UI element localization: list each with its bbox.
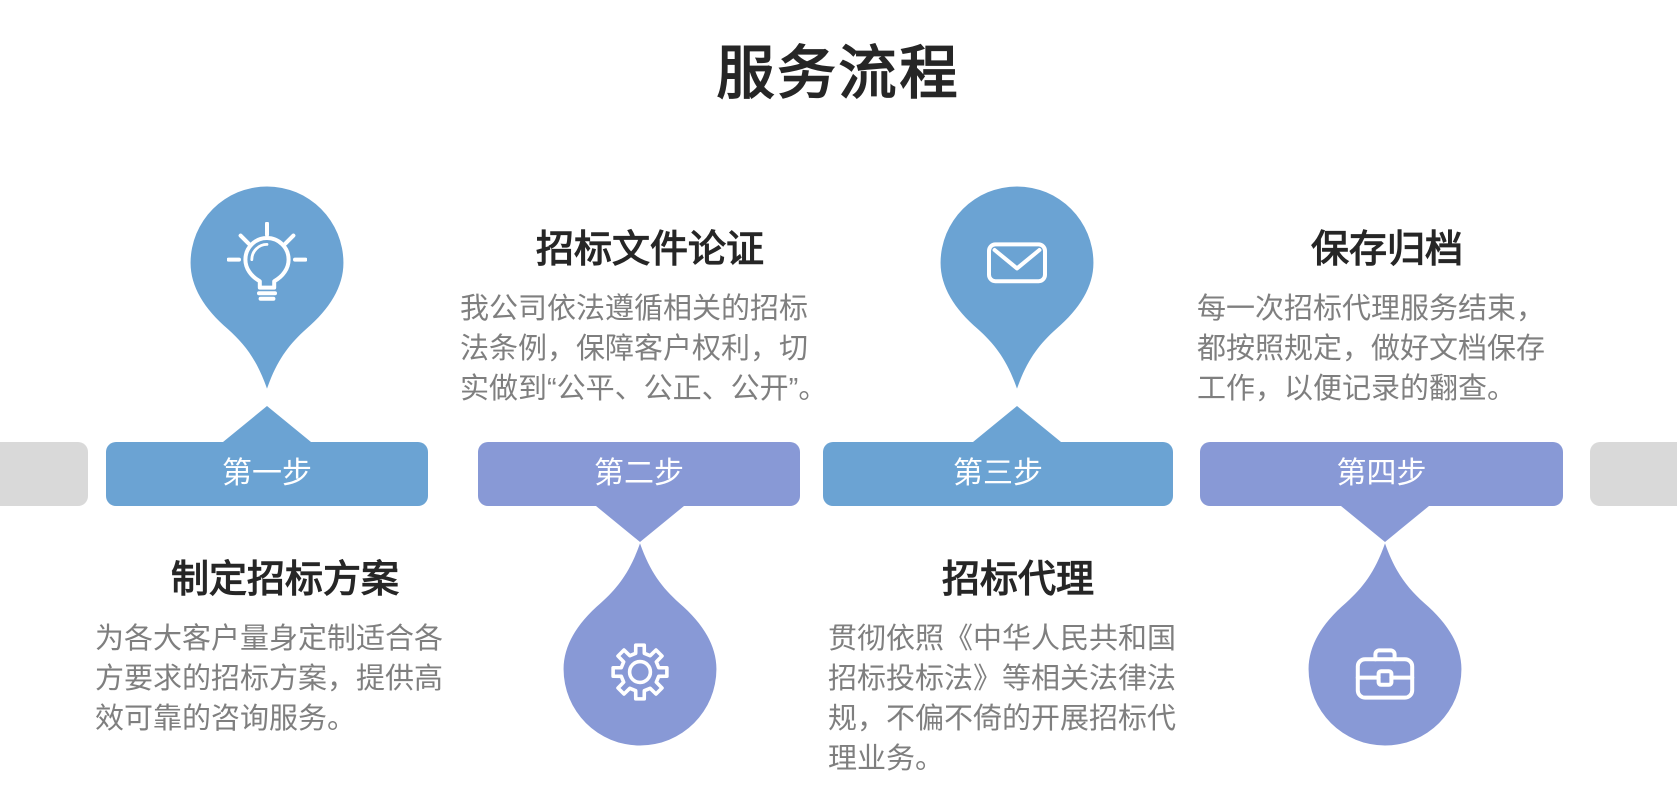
timeline-stub-right [1590,442,1677,506]
step-1-card-desc: 为各大客户量身定制适合各 方要求的招标方案，提供高 效可靠的咨询服务。 [95,623,444,735]
gear-icon [611,643,669,701]
step-1-card-title: 制定招标方案 [170,559,399,601]
step-2-connector-triangle [596,506,684,542]
step-3-connector-triangle [973,406,1061,442]
step-4-drop-marker [1308,543,1462,746]
step-4-connector-triangle [1341,506,1429,542]
step-3-card-desc: 贯彻依照《中华人民共和国 招标投标法》等相关法律法 规，不偏不倚的开展招标代 理… [828,623,1177,775]
step-1-card: 制定招标方案 为各大客户量身定制适合各 方要求的招标方案，提供高 效可靠的咨询服… [95,548,475,739]
step-1-connector-triangle [223,406,311,442]
step-4-card: 保存归档 每一次招标代理服务结束， 都按照规定，做好文档保存 工作，以便记录的翻… [1197,218,1577,409]
page-title: 服务流程 [716,41,961,106]
step-4-card-title: 保存归档 [1310,229,1463,271]
step-2-badge: 第二步 [478,442,800,506]
step-4-card-desc: 每一次招标代理服务结束， 都按照规定，做好文档保存 工作，以便记录的翻查。 [1197,293,1546,405]
briefcase-icon [1355,648,1415,700]
step-3-badge: 第三步 [823,442,1173,506]
step-2-card-desc: 我公司依法遵循相关的招标 法条例，保障客户权利，切 实做到“公平、公正、公开”。 [460,293,828,405]
step-3-card-title: 招标代理 [941,559,1094,601]
step-4-badge: 第四步 [1200,442,1563,506]
timeline-stub-left [0,442,88,506]
envelope-icon [987,242,1047,284]
step-1-badge: 第一步 [106,442,428,506]
step-3-pin-marker [940,186,1094,389]
step-2-card-title: 招标文件论证 [535,229,764,271]
lightbulb-icon [227,222,307,301]
step-3-card: 招标代理 贯彻依照《中华人民共和国 招标投标法》等相关法律法 规，不偏不倚的开展… [828,548,1208,779]
step-2-card: 招标文件论证 我公司依法遵循相关的招标 法条例，保障客户权利，切 实做到“公平、… [460,218,840,409]
